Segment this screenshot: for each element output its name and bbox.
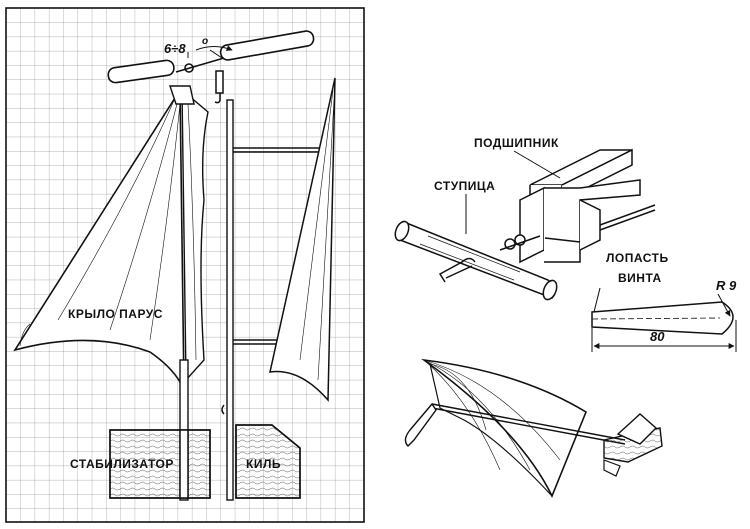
wing-sail	[13, 85, 209, 391]
blade-label-line1: ЛОПАСТЬ	[606, 251, 669, 265]
bearing-assembly	[519, 148, 656, 264]
keel-mast	[221, 99, 330, 501]
hook	[214, 70, 224, 104]
blade-leader	[593, 287, 601, 313]
bearing-label: ПОДШИПНИК	[474, 136, 559, 150]
length-dimension	[591, 320, 737, 352]
keel-board: КИЛЬ	[235, 424, 301, 499]
keel-label: КИЛЬ	[246, 457, 281, 471]
stabilizer-label: СТАБИЛИЗАТОР	[70, 457, 174, 471]
assembled-model	[404, 358, 663, 498]
length-label: 80	[650, 329, 665, 344]
degree-symbol: o	[202, 36, 208, 47]
stabilizer-board: СТАБИЛИЗАТОР	[70, 429, 211, 499]
bearing-leader	[513, 150, 561, 179]
side-sail	[269, 77, 336, 402]
hub-label: СТУПИЦА	[434, 179, 495, 193]
angle-label: 6÷8	[164, 41, 186, 56]
radius-leader	[717, 293, 731, 317]
blade-label-line2: ВИНТА	[618, 271, 662, 285]
radius-label: R 9	[716, 278, 737, 293]
propeller-top	[107, 30, 315, 84]
hub	[394, 220, 558, 301]
wing-sail-label: КРЫЛО ПАРУС	[68, 307, 163, 321]
angle-annotation: 6÷8 o	[164, 36, 233, 56]
